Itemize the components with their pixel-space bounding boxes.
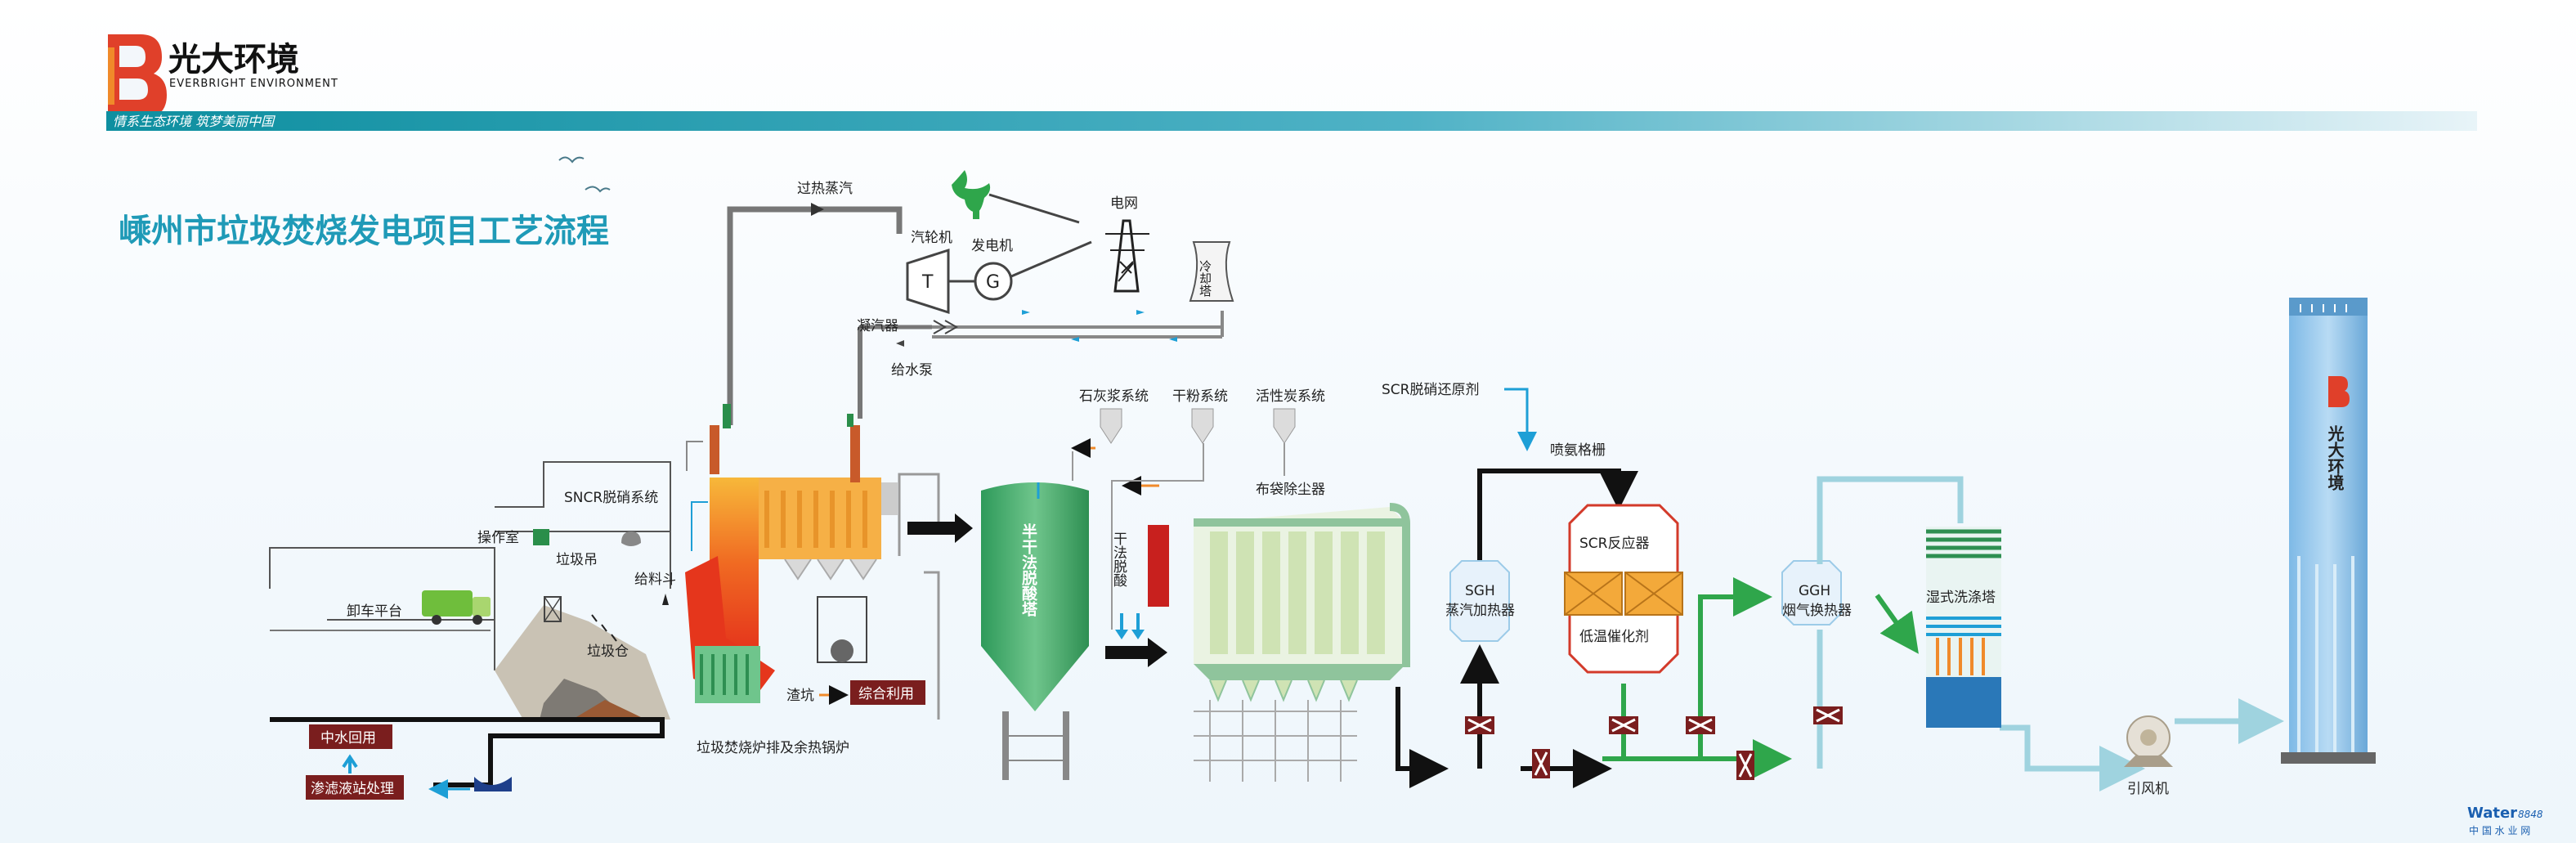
leachate-box — [306, 775, 404, 800]
water-reuse-label: 中水回用 — [320, 730, 376, 747]
wet-scrubber: 湿式洗涤塔 — [1926, 527, 2001, 728]
generator-label: 发电机 — [971, 238, 1013, 254]
id-fan: 引风机 — [2124, 715, 2173, 797]
dry-powder-label: 干粉系统 — [1172, 388, 1228, 405]
stack-text: 光大环境 — [2325, 425, 2345, 491]
valve-icon — [1686, 716, 1715, 734]
turbine-label: 汽轮机 — [911, 230, 952, 246]
company-name-en: EVERBRIGHT ENVIRONMENT — [169, 78, 338, 90]
cooling-tower: 冷却塔 — [1189, 241, 1234, 302]
sncr-label: SNCR脱硝系统 — [564, 490, 658, 506]
crane-label: 垃圾吊 — [556, 552, 598, 568]
valve-icon — [1609, 716, 1638, 734]
incinerator-boiler: SNCR脱硝系统 渣坑 综合利用 垃圾焚烧炉排及余热锅炉 — [564, 404, 925, 756]
furnace-boiler-label: 垃圾焚烧炉排及余热锅炉 — [697, 740, 849, 756]
steam-loop: 过热蒸汽 — [727, 181, 1224, 425]
superheated-steam-label: 过热蒸汽 — [797, 181, 853, 197]
sgh-label: SGH — [1465, 583, 1495, 599]
green-plug-icon — [952, 170, 1080, 224]
turbine: T 汽轮机 — [906, 230, 974, 315]
control-room-label: 操作室 — [477, 530, 519, 546]
valve-icon — [1736, 751, 1754, 780]
reuse-label: 综合利用 — [858, 686, 914, 702]
activated-carbon-label: 活性炭系统 — [1256, 388, 1325, 405]
slogan-band — [106, 111, 2477, 131]
dry-deacid: 干粉系统 干法脱酸 — [1105, 388, 1228, 667]
chimney-stack: 光大环境 — [2281, 298, 2376, 764]
turbine-symbol: T — [921, 272, 934, 293]
generator: G 发电机 — [971, 238, 1092, 301]
garbage-truck-icon — [422, 590, 491, 625]
unloading-platform-label: 卸车平台 — [347, 603, 402, 620]
low-temp-catalyst-label: 低温催化剂 — [1579, 629, 1649, 645]
flue-line-light-1 — [1817, 476, 1964, 564]
wet-scrubber-label: 湿式洗涤塔 — [1926, 590, 1996, 606]
ggh-cn-label: 烟气换热器 — [1782, 603, 1852, 619]
semi-dry-tower-label: 半干法脱酸塔 — [1019, 522, 1037, 617]
red-box — [1148, 525, 1169, 607]
slogan: 情系生态环境 筑梦美丽中国 — [113, 114, 276, 129]
scr-reductant-label: SCR脱硝还原剂 — [1382, 382, 1479, 398]
control-room-icon — [533, 529, 549, 545]
company-logo: 光大环境 EVERBRIGHT ENVIRONMENT — [108, 34, 338, 118]
power-grid-label: 电网 — [1110, 195, 1138, 212]
generator-symbol: G — [986, 272, 1000, 293]
flue-line-light-3 — [2000, 724, 2145, 791]
dry-deacid-label: 干法脱酸 — [1110, 531, 1127, 587]
bunker-label: 垃圾仓 — [587, 643, 629, 660]
valve-icon — [1532, 749, 1550, 778]
watermark-sub: 中 国 水 业 网 — [2469, 824, 2530, 836]
slag-pit-label: 渣坑 — [786, 688, 814, 704]
waste-bunker: 操作室 垃圾吊 给料斗 垃圾仓 卸车平台 — [269, 461, 676, 720]
leachate-label: 渗滤液站处理 — [311, 781, 394, 797]
semi-dry-tower: 半干法脱酸塔 石灰浆系统 — [981, 388, 1149, 780]
flue-arrow — [907, 513, 973, 543]
flue-line-sgh-scr — [1477, 469, 1638, 561]
company-name-cn: 光大环境 — [168, 41, 299, 78]
sgh-cn-label: 蒸汽加热器 — [1445, 603, 1515, 619]
valve-icon — [1465, 716, 1494, 734]
ggh-label: GGH — [1799, 583, 1830, 599]
leachate-pit — [474, 777, 512, 791]
power-grid-tower-icon: 电网 — [1105, 195, 1149, 293]
flue-line-baghouse-out — [1396, 687, 1449, 788]
cooling-tower-label: 冷却塔 — [1198, 260, 1212, 297]
page-title: 嵊州市垃圾焚烧发电项目工艺流程 — [119, 213, 609, 250]
lime-system-label: 石灰浆系统 — [1079, 388, 1149, 405]
scr-reactor: SCR反应器 低温催化剂 — [1564, 504, 1683, 674]
scr-reactor-label: SCR反应器 — [1579, 536, 1649, 552]
feed-pump-label: 给水泵 — [891, 362, 933, 379]
baghouse-label: 布袋除尘器 — [1256, 482, 1325, 498]
watermark: Water 8848 中 国 水 业 网 — [2467, 805, 2543, 836]
id-fan-label: 引风机 — [2127, 781, 2169, 797]
valve-icon — [1813, 706, 1843, 724]
watermark-brand: Water — [2467, 805, 2517, 822]
flue-line-green-3 — [1698, 577, 1772, 759]
stack-logo-icon — [2328, 376, 2350, 407]
condenser: 凝汽器 给水泵 — [857, 318, 959, 379]
water-reuse-box — [309, 724, 392, 749]
feed-hopper-label: 给料斗 — [634, 572, 676, 588]
condenser-label: 凝汽器 — [857, 318, 898, 334]
bird-icon — [558, 156, 585, 164]
baghouse: 活性炭系统 布袋除尘器 — [1194, 388, 1410, 782]
bird-icon — [585, 186, 611, 193]
sgh: SGH 蒸汽加热器 — [1445, 560, 1515, 642]
ammonia-grid-label: 喷氨格栅 — [1550, 442, 1606, 459]
flue-line-green-4 — [1875, 594, 1919, 654]
watermark-number: 8848 — [2518, 809, 2543, 820]
reuse-box — [850, 680, 925, 705]
crane-grab-icon — [621, 531, 641, 546]
ggh: GGH 烟气换热器 — [1781, 560, 1852, 626]
